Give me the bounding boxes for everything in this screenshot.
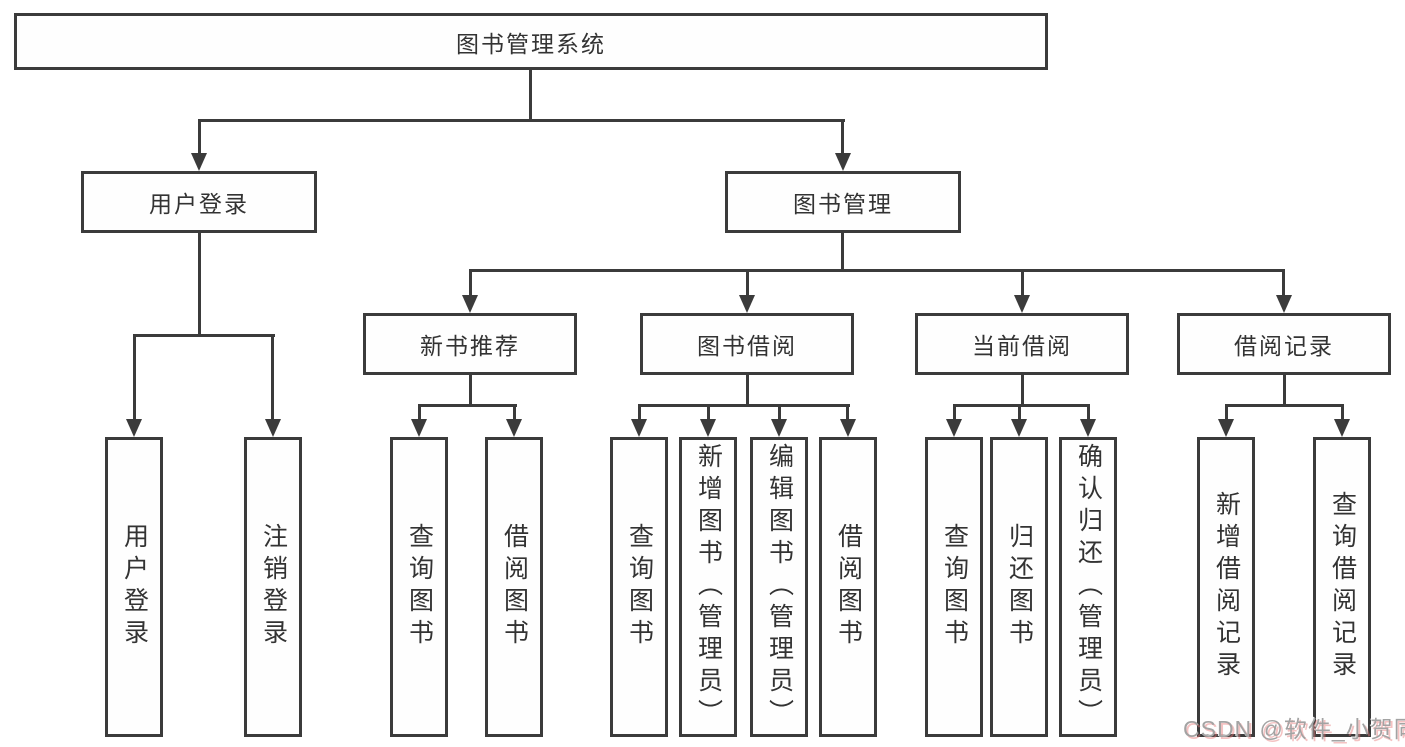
node-user-login: 用户登录 [81,171,317,233]
leaf-query-books-borrowing-label: 查询图书 [625,523,654,651]
leaf-query-books-recommend: 查询图书 [390,437,448,737]
connector-vline [841,233,844,272]
node-book-borrowing: 图书借阅 [640,313,854,375]
connector-hline [198,119,845,122]
leaf-user-login: 用户登录 [105,437,163,737]
leaf-add-borrow-record-label: 新增借阅记录 [1212,491,1241,683]
leaf-query-borrow-record: 查询借阅记录 [1313,437,1371,737]
leaf-user-login-label: 用户登录 [120,523,149,651]
arrow-down-icon [462,295,478,313]
arrow-down-icon [1334,419,1350,437]
connector-hline [418,404,517,407]
connector-vline [953,404,956,420]
connector-hline [638,404,850,407]
leaf-logout: 注销登录 [244,437,302,737]
connector-vline [1021,269,1024,296]
connector-vline [1341,404,1344,420]
connector-vline [1225,404,1228,420]
leaf-borrow-books-recommend: 借阅图书 [485,437,543,737]
leaf-add-books-admin-label: 新增图书（管理员） [694,443,723,731]
arrow-down-icon [1014,295,1030,313]
leaf-query-books-borrowing: 查询图书 [610,437,668,737]
connector-vline [418,404,421,420]
leaf-edit-books-admin-label: 编辑图书（管理员） [765,443,794,731]
node-current-borrowing: 当前借阅 [915,313,1129,375]
connector-vline [529,70,532,121]
connector-vline [707,404,710,420]
connector-vline [1282,269,1285,296]
watermark: CSDN @软件_小贺同学 [1183,716,1405,742]
arrow-down-icon [126,419,142,437]
leaf-confirm-return-admin-label: 确认归还（管理员） [1074,443,1103,731]
node-book-management: 图书管理 [725,171,961,233]
arrow-down-icon [265,419,281,437]
connector-vline [1087,404,1090,420]
arrow-down-icon [1011,419,1027,437]
connector-vline [469,375,472,406]
connector-vline [198,119,201,155]
arrow-down-icon [739,295,755,313]
connector-hline [1225,404,1344,407]
leaf-logout-label: 注销登录 [259,523,288,651]
node-root-label: 图书管理系统 [456,30,606,57]
node-book-borrowing-label: 图书借阅 [697,333,797,359]
connector-vline [1283,375,1286,406]
node-root: 图书管理系统 [14,13,1048,70]
arrow-down-icon [631,419,647,437]
connector-vline [841,119,844,155]
leaf-edit-books-admin: 编辑图书（管理员） [750,437,808,737]
arrow-down-icon [835,153,851,171]
arrow-down-icon [771,419,787,437]
leaf-return-books: 归还图书 [990,437,1048,737]
node-book-management-label: 图书管理 [793,191,893,217]
connector-vline [271,334,274,419]
arrow-down-icon [946,419,962,437]
connector-vline [846,404,849,420]
connector-vline [778,404,781,420]
connector-hline [953,404,1090,407]
arrow-down-icon [506,419,522,437]
leaf-borrow-books-recommend-label: 借阅图书 [500,523,529,651]
connector-vline [513,404,516,420]
node-current-borrowing-label: 当前借阅 [972,333,1072,359]
node-user-login-label: 用户登录 [149,191,249,217]
arrow-down-icon [840,419,856,437]
arrow-down-icon [411,419,427,437]
connector-vline [133,334,136,419]
leaf-borrow-books: 借阅图书 [819,437,877,737]
leaf-borrow-books-label: 借阅图书 [834,523,863,651]
arrow-down-icon [700,419,716,437]
arrow-down-icon [1080,419,1096,437]
node-new-book-recommendation-label: 新书推荐 [420,333,520,359]
leaf-query-borrow-record-label: 查询借阅记录 [1328,491,1357,683]
leaf-query-books-current-label: 查询图书 [940,523,969,651]
leaf-query-books-recommend-label: 查询图书 [405,523,434,651]
leaf-add-borrow-record: 新增借阅记录 [1197,437,1255,737]
connector-hline [469,269,1285,272]
connector-vline [198,233,201,337]
node-borrowing-records: 借阅记录 [1177,313,1391,375]
node-borrowing-records-label: 借阅记录 [1234,333,1334,359]
arrow-down-icon [1276,295,1292,313]
arrow-down-icon [1218,419,1234,437]
connector-vline [469,269,472,296]
connector-vline [746,269,749,296]
leaf-add-books-admin: 新增图书（管理员） [679,437,737,737]
connector-vline [638,404,641,420]
leaf-confirm-return-admin: 确认归还（管理员） [1059,437,1117,737]
leaf-return-books-label: 归还图书 [1005,523,1034,651]
node-new-book-recommendation: 新书推荐 [363,313,577,375]
connector-vline [1021,375,1024,406]
leaf-query-books-current: 查询图书 [925,437,983,737]
arrow-down-icon [191,153,207,171]
connector-hline [133,334,275,337]
connector-vline [746,375,749,406]
connector-vline [1018,404,1021,420]
